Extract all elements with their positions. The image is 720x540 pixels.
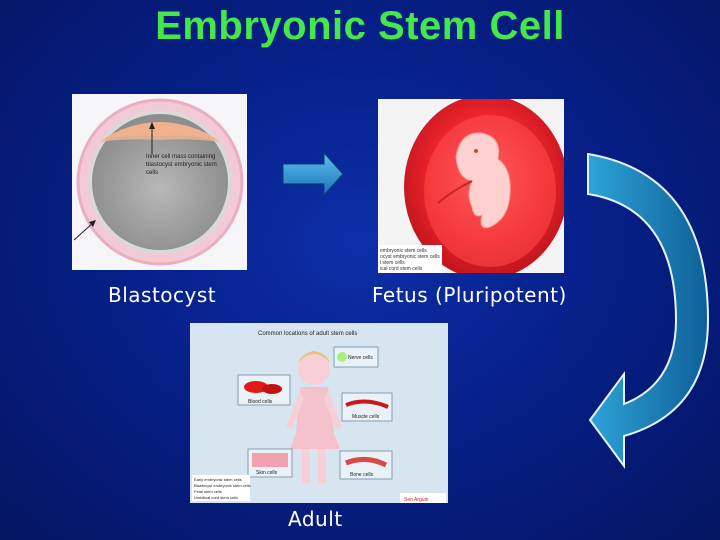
fetus-legend-2: ocyst embryonic stem cells <box>380 254 440 260</box>
nerve-label: Nerve cells <box>348 355 373 361</box>
blastocyst-annotation-1: Inner cell mass containing <box>146 154 215 160</box>
adult-image: Common locations of adult stem cells Ner… <box>190 323 448 503</box>
blastocyst-label: Blastocyst <box>108 283 217 307</box>
blood-label: Blood cells <box>248 399 273 405</box>
muscle-label: Muscle cells <box>352 414 380 420</box>
adult-source: Sen Arguin <box>404 497 429 503</box>
fetus-legend-1: embryonic stem cells <box>380 248 427 254</box>
fetus-image: embryonic stem cells ocyst embryonic ste… <box>378 99 564 273</box>
bone-label: Bone cells <box>350 472 374 478</box>
blastocyst-image: Inner cell mass containing blastocyst em… <box>72 94 247 270</box>
adult-heading: Common locations of adult stem cells <box>258 331 357 337</box>
blastocyst-annotation-3: cells <box>146 170 158 176</box>
adult-label: Adult <box>288 507 343 531</box>
adult-legend-3: Fetal stem cells <box>194 489 222 494</box>
right-arrow-icon <box>282 152 344 196</box>
blastocyst-illustration: Inner cell mass containing blastocyst em… <box>72 94 247 270</box>
skin-label: Skin cells <box>256 470 278 476</box>
adult-legend-1: Early embryonic stem cells <box>194 477 242 482</box>
adult-illustration: Common locations of adult stem cells Ner… <box>190 323 448 503</box>
fetus-legend-4: ical cord stem cells <box>380 266 423 272</box>
fetus-illustration: embryonic stem cells ocyst embryonic ste… <box>378 99 564 273</box>
fetus-label: Fetus (Pluripotent) <box>372 283 567 307</box>
adult-legend-2: Blastocyst embryonic stem cells <box>194 483 251 488</box>
curved-arrow-icon <box>587 152 710 470</box>
fetus-legend-3: l stem cells <box>380 260 405 266</box>
adult-legend-4: Umbilical cord stem cells <box>194 495 238 500</box>
slide-title: Embryonic Stem Cell <box>155 4 565 48</box>
blastocyst-annotation-2: blastocyst embryonic stem <box>146 162 217 168</box>
